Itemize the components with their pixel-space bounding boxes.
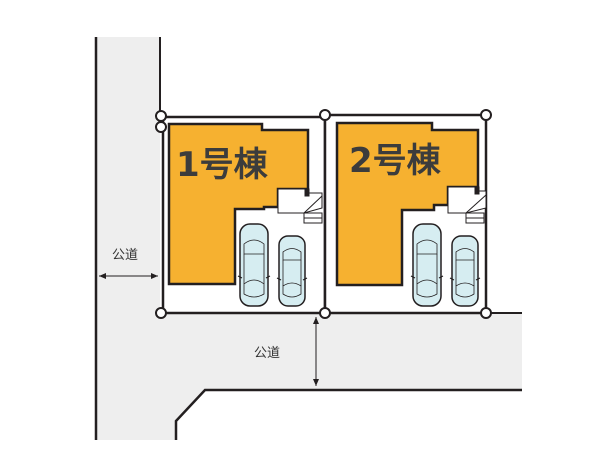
lot-2-entrance [447,186,487,224]
marker-icon [319,109,331,121]
car-icon [237,223,271,307]
car-icon [449,235,481,307]
marker-icon [155,121,167,133]
car-icon [410,223,444,307]
road-south-dimension: 公道 [254,317,319,386]
marker-icon [155,307,167,319]
lot-2: 2号棟 [323,113,488,315]
lot-1-label: 1号棟 [176,145,269,185]
road-west-label: 公道 [112,248,138,263]
road-south-label: 公道 [254,346,280,361]
boundary-markers [155,109,492,319]
lot-2-label: 2号棟 [349,141,442,181]
car-icon [276,235,308,307]
road-edge-south-outer [174,388,522,440]
marker-icon [480,307,492,319]
lot-1-entrance [277,188,323,224]
road-west-dimension: 公道 [99,248,158,279]
marker-icon [319,307,331,319]
marker-icon [155,110,167,122]
lot-1: 1号棟 [161,115,327,315]
road-area [96,37,522,440]
marker-icon [480,109,492,121]
